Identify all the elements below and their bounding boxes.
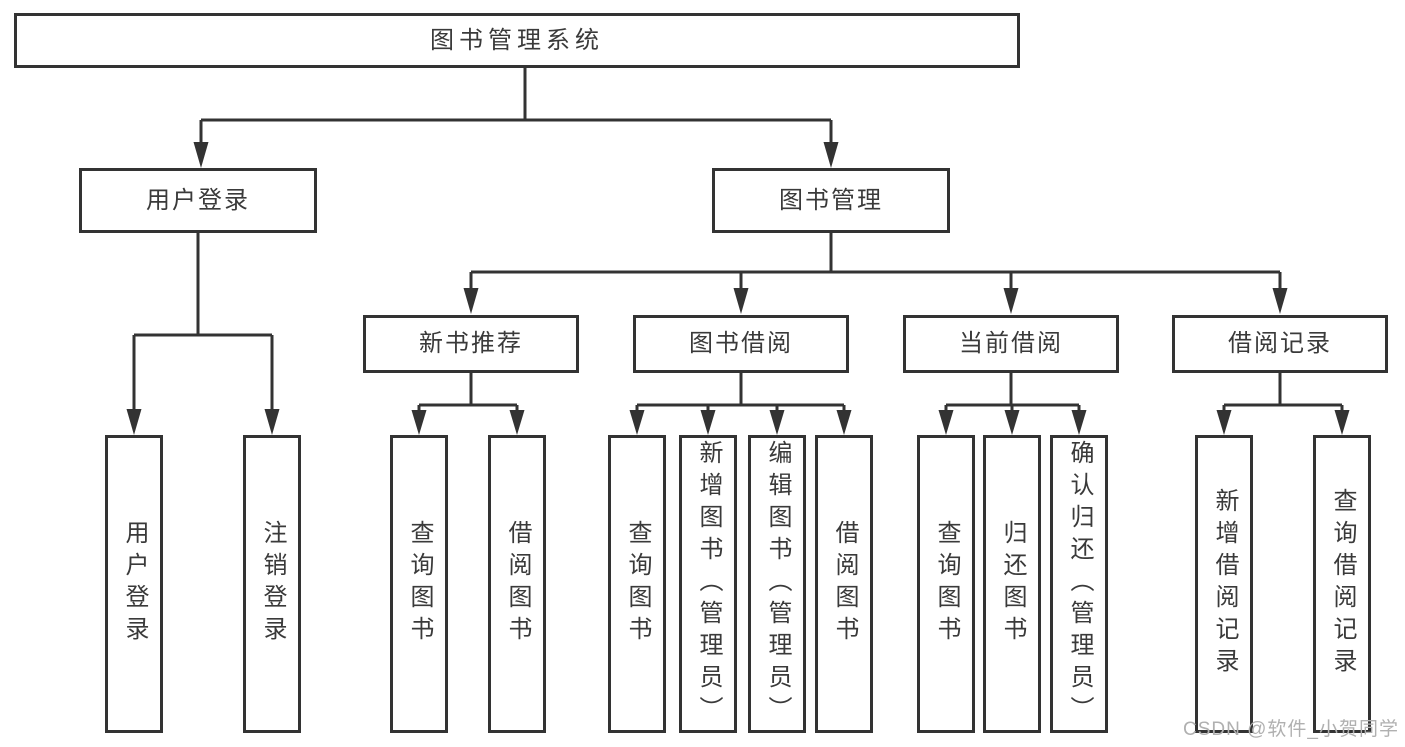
node-leaf-logout: 注销登录 <box>243 435 301 733</box>
node-leaf-query-books-borrow: 查询图书 <box>608 435 666 733</box>
node-book-borrow: 图书借阅 <box>633 315 849 373</box>
node-leaf-add-book-admin: 新增图书（管理员） <box>679 435 737 733</box>
node-leaf-confirm-return-admin: 确认归还（管理员） <box>1050 435 1108 733</box>
node-leaf-return-book: 归还图书 <box>983 435 1041 733</box>
node-user-login: 用户登录 <box>79 168 317 233</box>
node-leaf-edit-book-admin: 编辑图书（管理员） <box>748 435 806 733</box>
node-book-management: 图书管理 <box>712 168 950 233</box>
node-leaf-user-login: 用户登录 <box>105 435 163 733</box>
node-leaf-query-borrow-record: 查询借阅记录 <box>1313 435 1371 733</box>
node-leaf-query-books-recommend: 查询图书 <box>390 435 448 733</box>
node-new-book-recommend: 新书推荐 <box>363 315 579 373</box>
node-root-library-system: 图书管理系统 <box>14 13 1020 68</box>
node-leaf-borrow-books: 借阅图书 <box>815 435 873 733</box>
node-borrow-records: 借阅记录 <box>1172 315 1388 373</box>
node-current-borrow: 当前借阅 <box>903 315 1119 373</box>
arrowheads <box>126 142 1350 435</box>
node-leaf-borrow-books-recommend: 借阅图书 <box>488 435 546 733</box>
node-leaf-add-borrow-record: 新增借阅记录 <box>1195 435 1253 733</box>
csdn-watermark: CSDN @软件_小贺同学 <box>1183 719 1399 740</box>
node-leaf-query-books-current: 查询图书 <box>917 435 975 733</box>
